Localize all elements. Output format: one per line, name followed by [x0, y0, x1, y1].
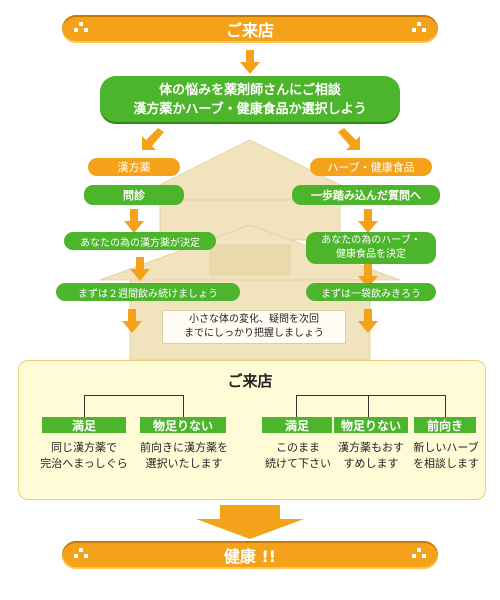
left-category: 漢方薬 — [88, 158, 180, 176]
option-text: 前向きに漢方薬を 選択いたします — [134, 440, 234, 472]
option-text-line: 漢方薬もおす — [338, 441, 404, 454]
down-arrow-icon — [122, 309, 142, 333]
down-arrow-icon — [358, 309, 378, 333]
left-step3-label: まずは２週間飲み続けましょう — [78, 288, 218, 300]
revisit-title: ご来店 — [220, 370, 280, 390]
option-text-line: 選択いたします — [145, 457, 223, 470]
right-category-label: ハーブ・健康食品 — [327, 161, 415, 174]
right-step3: まずは一袋飲みきろう — [306, 283, 436, 301]
option-text: 漢方薬もおす すめします — [330, 440, 412, 472]
option-text-line: 完治へまっしぐら — [40, 457, 128, 470]
dots-icon — [74, 22, 88, 36]
option-text-line: 新しいハーブ — [413, 441, 479, 454]
consult-line1: 体の悩みを薬剤師さんにご相談 — [159, 83, 341, 98]
left-step1: 問診 — [84, 185, 184, 205]
option-tag-label: 満足 — [284, 418, 309, 433]
right-step2: あなたの為のハーブ・ 健康食品を決定 — [306, 232, 436, 264]
tree-line — [445, 395, 446, 417]
tree-line — [296, 395, 446, 396]
option-tag-label: 物足りない — [152, 418, 213, 433]
note-line1: 小さな体の変化、疑問を次回 — [189, 314, 319, 325]
right-step3-label: まずは一袋飲みきろう — [321, 288, 421, 300]
left-step3: まずは２週間飲み続けましょう — [56, 283, 240, 301]
tree-line — [84, 395, 184, 396]
revisit-title-label: ご来店 — [227, 371, 273, 390]
down-arrow-icon — [130, 257, 150, 281]
down-right-arrow-icon — [338, 128, 360, 150]
option-text: 同じ漢方薬で 完治へまっしぐら — [30, 440, 138, 472]
left-step1-label: 問診 — [123, 189, 145, 202]
dots-icon — [74, 548, 88, 562]
right-step1: 一歩踏み込んだ質問へ — [292, 185, 440, 205]
header-banner: ご来店 — [62, 15, 438, 43]
consult-line2: 漢方薬かハーブ・健康食品か選択しよう — [133, 102, 367, 117]
tree-line — [84, 395, 85, 417]
left-category-label: 漢方薬 — [117, 161, 151, 174]
big-down-arrow-icon — [196, 505, 304, 539]
left-step2-label: あなたの為の漢方薬が決定 — [80, 237, 200, 249]
dots-icon — [412, 22, 426, 36]
option-text-line: 同じ漢方薬で — [51, 441, 117, 454]
option-tag-satisfied: 満足 — [42, 417, 126, 433]
option-text: このまま 続けて下さい — [256, 440, 340, 472]
right-step2-line1: あなたの為のハーブ・ — [321, 235, 421, 246]
option-text-line: すめします — [343, 457, 399, 470]
right-step2-line2: 健康食品を決定 — [336, 249, 406, 260]
option-tag-unsatisfied: 物足りない — [140, 417, 226, 433]
right-step1-label: 一歩踏み込んだ質問へ — [311, 189, 421, 202]
option-tag-label: 満足 — [71, 418, 96, 433]
option-tag-label: 前向き — [426, 418, 463, 433]
down-arrow-icon — [124, 209, 144, 233]
consult-box: 体の悩みを薬剤師さんにご相談 漢方薬かハーブ・健康食品か選択しよう — [100, 76, 400, 124]
option-tag-unsatisfied: 物足りない — [334, 417, 408, 433]
option-text-line: 続けて下さい — [265, 457, 331, 470]
footer-title: 健康 !! — [223, 547, 277, 566]
option-text-line: このまま — [276, 441, 320, 454]
option-tag-label: 物足りない — [340, 418, 401, 433]
option-tag-positive: 前向き — [414, 417, 476, 433]
header-title: ご来店 — [225, 21, 274, 40]
option-text: 新しいハーブ を相談します — [406, 440, 486, 472]
dots-icon — [412, 548, 426, 562]
down-arrow-icon — [240, 50, 260, 74]
footer-banner: 健康 !! — [62, 541, 438, 569]
left-step2: あなたの為の漢方薬が決定 — [64, 232, 216, 250]
tree-line — [183, 395, 184, 417]
option-tag-satisfied: 満足 — [262, 417, 332, 433]
down-left-arrow-icon — [142, 128, 164, 150]
right-category: ハーブ・健康食品 — [310, 158, 432, 176]
down-arrow-icon — [358, 209, 378, 233]
option-text-line: 前向きに漢方薬を — [140, 441, 228, 454]
tree-line — [296, 395, 297, 417]
note-line2: までにしっかり把握しましょう — [184, 328, 324, 339]
tree-line — [368, 395, 369, 417]
option-text-line: を相談します — [413, 457, 479, 470]
note-box: 小さな体の変化、疑問を次回 までにしっかり把握しましょう — [162, 310, 346, 344]
down-arrow-icon — [358, 264, 378, 288]
